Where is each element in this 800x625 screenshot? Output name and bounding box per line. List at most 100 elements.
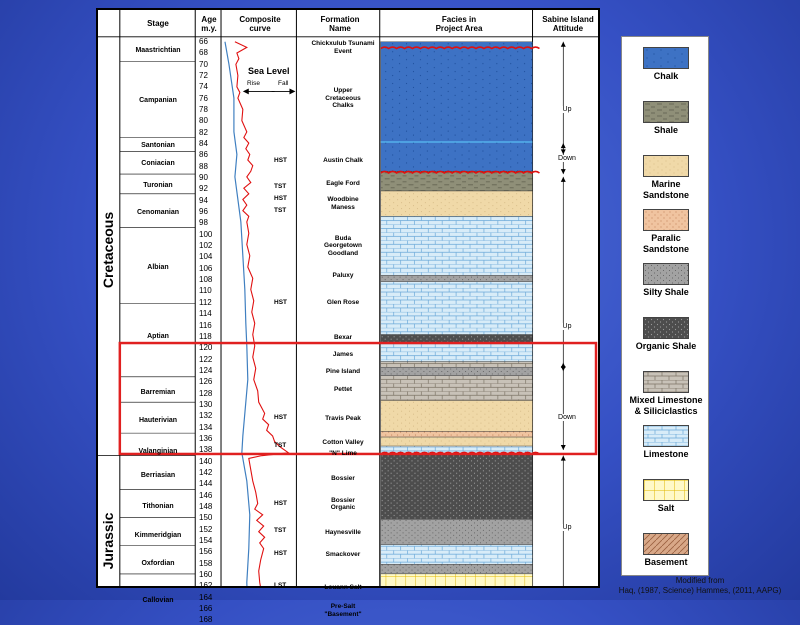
legend-swatch [643, 479, 689, 501]
age-tick-label: 84 [199, 139, 208, 149]
stage-label: Berriasian [140, 472, 176, 480]
age-tick-label: 98 [199, 218, 208, 228]
age-tick-label: 140 [199, 456, 213, 466]
attitude-label: Up [550, 323, 584, 331]
facies-layer-limestone [380, 341, 533, 362]
era-label: Jurassic [100, 512, 116, 570]
facies-layer-organic-shale [380, 334, 533, 343]
age-tick-label: 94 [199, 195, 208, 205]
legend-swatch [643, 425, 689, 447]
age-tick-label: 142 [199, 467, 213, 477]
legend-swatch [643, 209, 689, 231]
age-tick-label: 126 [199, 377, 213, 387]
unconformity-line [380, 170, 540, 174]
stage-label: Maastrichtian [135, 46, 181, 54]
age-tick-label: 70 [199, 59, 208, 69]
age-tick-label: 152 [199, 524, 213, 534]
age-tick-label: 104 [199, 252, 213, 262]
header-age: Age m.y. [201, 14, 217, 33]
age-tick-label: 68 [199, 48, 208, 58]
formation-name: Travis Peak [325, 415, 361, 423]
age-tick-label: 164 [199, 592, 213, 602]
formation-name: Smackover [325, 551, 361, 559]
attitude-label: Down [550, 154, 584, 162]
formation-name: James [332, 351, 354, 359]
age-tick-label: 162 [199, 581, 213, 591]
age-tick-label: 158 [199, 558, 213, 568]
age-tick-label: 102 [199, 241, 213, 251]
formation-name: Eagle Ford [326, 180, 360, 187]
facies-layer-mixed [380, 361, 533, 368]
stage-label: Cenomanian [136, 208, 179, 216]
facies-layer-mixed [380, 375, 533, 401]
legend-swatch [643, 263, 689, 285]
legend-label: Marine Sandstone [642, 179, 689, 200]
legend-swatch [643, 533, 689, 555]
age-tick-label: 78 [199, 105, 208, 115]
attitude-label: Down [550, 414, 584, 422]
age-tick-label: 148 [199, 501, 213, 511]
stage-label: Turonian [143, 181, 173, 189]
age-tick-label: 106 [199, 263, 213, 273]
sequence-tract-label: TST [274, 182, 287, 190]
stage-label: Coniacian [141, 160, 175, 168]
attitude-label: Up [550, 524, 584, 532]
attitude-arrowhead [560, 455, 566, 461]
short-term-sea-level-curve [234, 41, 290, 586]
legend-item-mixed: Mixed Limestone & Siliciclastics [622, 371, 710, 417]
formation-name: Pettet [333, 385, 353, 393]
attitude-arrowhead [560, 176, 566, 182]
rise-arrowhead [242, 88, 249, 95]
sequence-tract-label: HST [274, 500, 287, 508]
header-composite-curve: Composite curve [239, 14, 281, 33]
legend-item-organic-shale: Organic Shale [622, 317, 710, 352]
age-tick-label: 150 [199, 513, 213, 523]
study-interval-highlight [118, 341, 598, 456]
age-tick-label: 156 [199, 547, 213, 557]
facies-layer-silty-shale [380, 275, 533, 282]
unconformity-line [380, 46, 540, 50]
legend-item-silty-shale: Silty Shale [622, 263, 710, 298]
legend-item-limestone: Limestone [622, 425, 710, 460]
stage-label: Campanian [139, 96, 177, 104]
age-tick-label: 108 [199, 275, 213, 285]
facies-layer-paralic-sandstone [380, 431, 533, 438]
stage-label: Barremian [140, 388, 176, 396]
age-tick-label: 96 [199, 207, 208, 217]
stage-label: Kimmeridgian [134, 531, 182, 539]
facies-layer-limestone [380, 544, 533, 565]
legend-item-paralic-sandstone: Paralic Sandstone [622, 209, 710, 255]
sequence-tract-label: TST [274, 206, 287, 214]
fall-arrowhead [289, 88, 296, 95]
attitude-label: Up [550, 106, 584, 114]
age-tick-label: 66 [199, 37, 208, 46]
age-tick-label: 88 [199, 161, 208, 171]
age-tick-label: 76 [199, 93, 208, 103]
age-tick-label: 118 [199, 331, 212, 341]
facies-layer-marine-sandstone [380, 436, 533, 447]
legend-item-shale: Shale [622, 101, 710, 136]
era-label: Cretaceous [100, 212, 116, 289]
age-tick-label: 144 [199, 479, 213, 489]
legend-label: Organic Shale [635, 341, 697, 351]
facies-layer-chalk [380, 41, 533, 172]
attitude-arrowhead [560, 445, 566, 451]
age-tick-label: 168 [199, 615, 213, 625]
facies-layer-marine-sandstone [380, 400, 533, 432]
legend-label: Limestone [643, 449, 689, 459]
formation-name: Buda Georgetown Goodland [324, 234, 362, 257]
age-tick-label: 112 [199, 297, 212, 307]
formation-name: Louann Salt [324, 584, 362, 592]
facies-layer-silty-shale [380, 519, 533, 545]
header-sabine-island-attitude: Sabine Island Attitude [542, 14, 594, 33]
age-tick-label: 124 [199, 365, 213, 375]
age-tick-label: 92 [199, 184, 208, 194]
sea-level-rise-label: Rise [247, 80, 261, 87]
sequence-tract-label: HST [274, 413, 287, 421]
stage-label: Hauterivian [138, 416, 178, 424]
header-formation-name: Formation Name [320, 14, 360, 33]
age-tick-label: 122 [199, 354, 213, 364]
age-tick-label: 154 [199, 535, 213, 545]
age-tick-label: 130 [199, 399, 213, 409]
